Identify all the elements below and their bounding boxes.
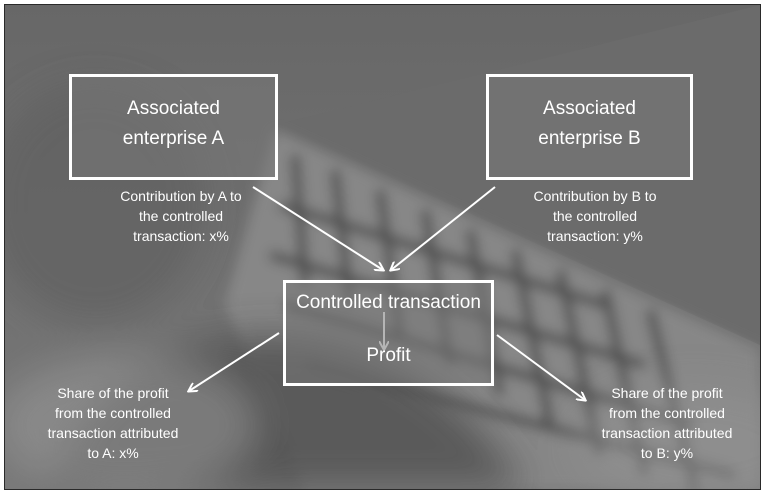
share-a-line: to A: x%: [87, 445, 139, 461]
enterprise-b-line2: enterprise B: [538, 128, 641, 149]
share-b-line: Share of the profit: [611, 385, 723, 401]
profit-label: Profit: [366, 345, 411, 366]
contribution-a-line: Contribution by A to: [120, 188, 242, 204]
arrow-profit-to-share-b: [496, 334, 585, 400]
contribution-b-line: the controlled: [552, 208, 638, 224]
associated-enterprise-a-box: Associated enterprise A: [69, 74, 278, 180]
diagram-frame: Associated enterprise A Associated enter…: [4, 4, 761, 490]
contribution-a-line: transaction: x%: [133, 228, 229, 244]
enterprise-b-line1: Associated: [543, 98, 636, 119]
controlled-transaction-box: Controlled transaction Profit: [283, 280, 494, 386]
associated-enterprise-b-box: Associated enterprise B: [486, 74, 693, 180]
share-a-note: Share of the profit from the controlled …: [27, 383, 199, 463]
share-b-line: from the controlled: [609, 405, 725, 421]
share-a-line: from the controlled: [55, 405, 171, 421]
contribution-b-line: Contribution by B to: [533, 188, 657, 204]
contribution-b-note: Contribution by B to the controlled tran…: [511, 186, 679, 246]
share-a-line: Share of the profit: [57, 385, 169, 401]
share-b-line: to B: y%: [640, 445, 694, 461]
contribution-a-note: Contribution by A to the controlled tran…: [93, 186, 269, 246]
enterprise-a-line1: Associated: [127, 98, 220, 119]
arrow-profit-to-share-a: [189, 332, 280, 391]
contribution-a-line: the controlled: [138, 208, 224, 224]
arrow-a-to-transaction: [252, 186, 383, 270]
contribution-b-line: transaction: y%: [547, 228, 643, 244]
share-b-note: Share of the profit from the controlled …: [583, 383, 751, 463]
arrow-b-to-transaction: [391, 186, 496, 270]
controlled-transaction-title: Controlled transaction: [296, 292, 481, 313]
enterprise-a-line2: enterprise A: [122, 128, 225, 149]
share-a-line: transaction attributed: [47, 425, 179, 441]
share-b-line: transaction attributed: [601, 425, 733, 441]
